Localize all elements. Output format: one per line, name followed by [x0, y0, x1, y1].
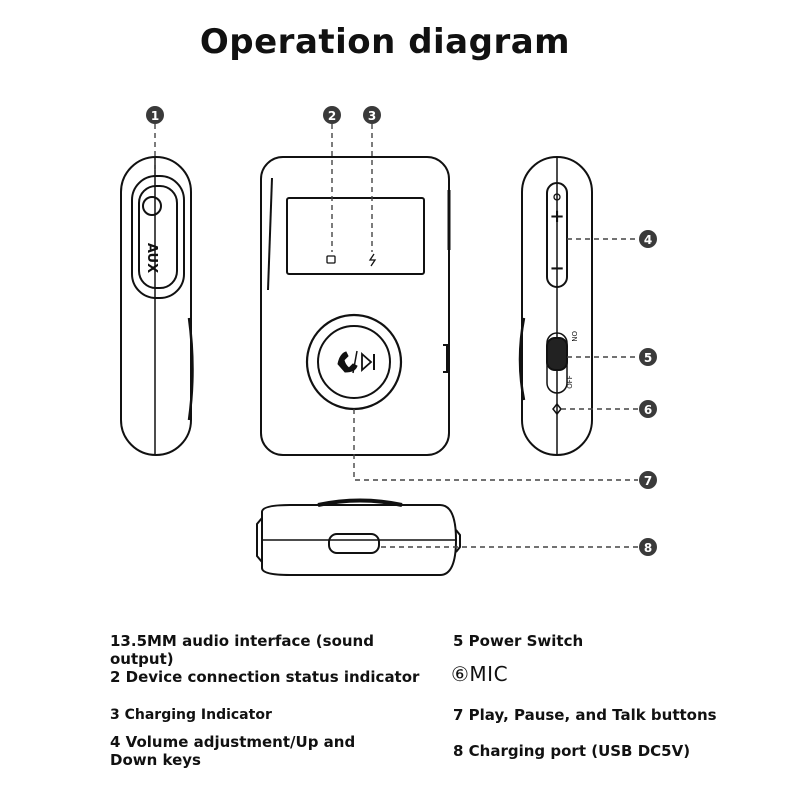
legend-item-1: 13.5MM audio interface (sound output) [110, 632, 374, 668]
right-side-view [518, 156, 593, 456]
callout-5: 5 [639, 348, 657, 366]
svg-text:6: 6 [644, 403, 652, 417]
svg-text:5: 5 [644, 351, 652, 365]
svg-text:1: 1 [151, 109, 159, 123]
volume-keys[interactable] [546, 182, 568, 288]
legend-item-7: 7 Play, Pause, and Talk buttons [453, 706, 717, 724]
callout-3: 3 [363, 106, 381, 124]
legend-item-2: 2 Device connection status indicator [110, 668, 420, 686]
svg-text:7: 7 [644, 474, 652, 488]
aux-port [138, 185, 178, 289]
front-view [260, 156, 451, 456]
legend-item-3: 3 Charging Indicator [110, 707, 272, 723]
volume-up-label: + [549, 206, 564, 227]
switch-off-label: OFF [566, 375, 574, 389]
leader-lines [154, 124, 638, 548]
legend-item-6: ⑥MIC [451, 662, 509, 686]
legend-item-5: 5 Power Switch [453, 632, 584, 650]
svg-text:8: 8 [644, 541, 652, 555]
charging-indicator-icon [368, 253, 377, 267]
switch-on-label: ON [570, 331, 578, 342]
device-status-indicator [326, 255, 336, 264]
play-pause-phone-icon [337, 350, 375, 374]
callout-8: 8 [639, 538, 657, 556]
usb-charging-port [328, 533, 380, 554]
callout-7: 7 [639, 471, 657, 489]
diagram-title: Operation diagram [199, 22, 571, 62]
callout-6: 6 [639, 400, 657, 418]
callout-4: 4 [639, 230, 657, 248]
callout-markers: 1 2 3 4 5 6 7 8 [146, 106, 657, 556]
legend-item-4: 4 Volume adjustment/Up and Down keys [110, 733, 356, 769]
aux-label: AUX [144, 243, 159, 273]
callout-2: 2 [323, 106, 341, 124]
svg-text:2: 2 [328, 109, 336, 123]
volume-down-label: − [549, 258, 564, 279]
left-side-view [120, 156, 194, 456]
play-pause-talk-button[interactable] [305, 313, 403, 411]
svg-text:4: 4 [644, 233, 652, 247]
aux-jack-icon [142, 196, 162, 216]
mic-hole [552, 402, 562, 416]
bottom-view [256, 498, 461, 576]
callout-1: 1 [146, 106, 164, 124]
legend-item-8: 8 Charging port (USB DC5V) [453, 742, 691, 760]
status-display-window [286, 197, 425, 275]
svg-text:3: 3 [368, 109, 376, 123]
